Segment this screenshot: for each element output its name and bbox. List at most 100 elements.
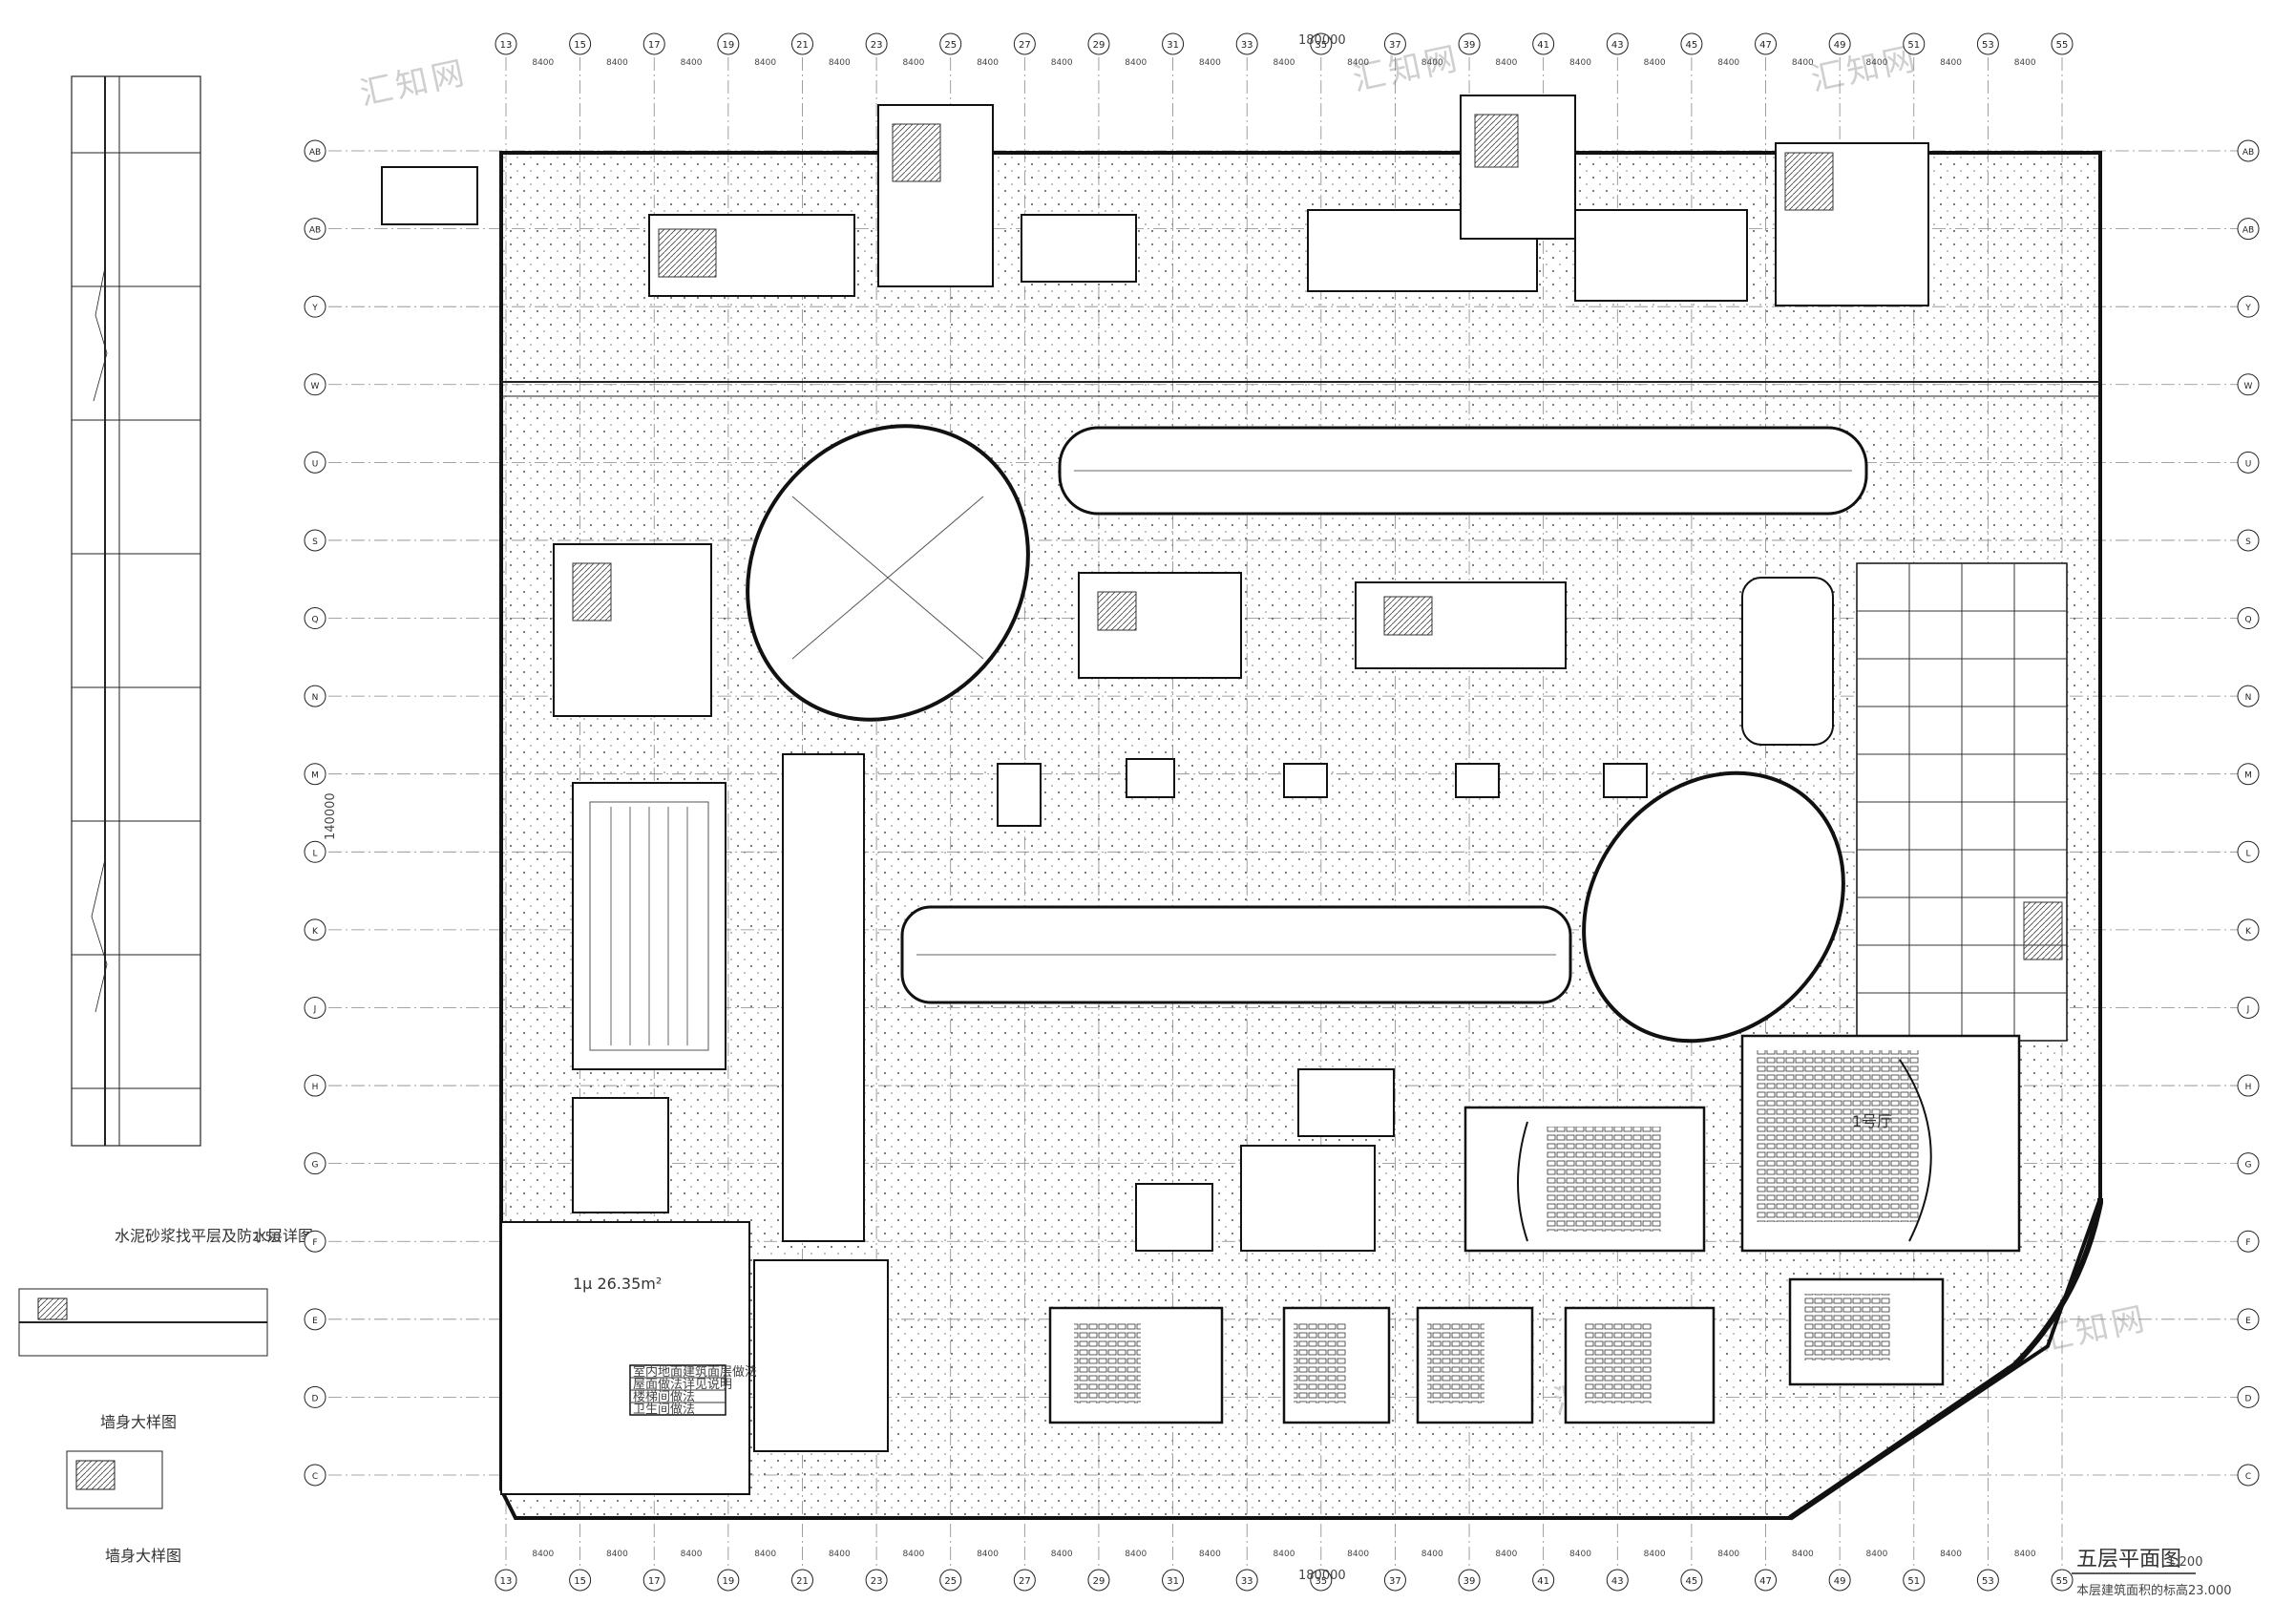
bay-dimension: 8400	[1421, 58, 1443, 68]
axis-bubble: Y	[304, 295, 326, 318]
axis-bubble: G	[304, 1152, 326, 1175]
hall-curve	[1517, 1121, 1528, 1242]
axis-bubble-label: 49	[1834, 40, 1846, 51]
bay-dimension: 8400	[606, 58, 628, 68]
axis-bubble-label: Y	[2244, 304, 2251, 313]
axis-bubble-label: G	[312, 1161, 319, 1171]
axis-bubble: J	[304, 996, 326, 1019]
axis-bubble: AB	[2237, 139, 2260, 162]
bay-dimension: 8400	[1125, 1550, 1147, 1559]
axis-bubble: 31	[1162, 32, 1185, 55]
axis-bubble: N	[304, 685, 326, 707]
axis-bubble: Y	[2237, 295, 2260, 318]
bottom-total-dimension: 180000	[1298, 1569, 1346, 1583]
axis-bubble-label: 27	[1019, 1576, 1031, 1587]
axis-bubble: 37	[1383, 32, 1406, 55]
axis-bubble-label: 21	[796, 40, 809, 51]
axis-bubble: 27	[1013, 1569, 1036, 1592]
axis-bubble-label: 23	[871, 1576, 883, 1587]
axis-bubble-label: 45	[1686, 1576, 1698, 1587]
axis-bubble-label: 45	[1686, 40, 1698, 51]
bay-dimension: 8400	[1125, 58, 1147, 68]
axis-bubble-label: K	[2245, 927, 2252, 937]
axis-bubble: D	[2237, 1385, 2260, 1408]
axis-bubbles: 1313840084001515840084001717840084001919…	[304, 32, 2260, 1592]
bay-dimension: 8400	[977, 58, 999, 68]
bay-dimension: 8400	[1347, 58, 1369, 68]
axis-bubble: 47	[1755, 32, 1778, 55]
axis-bubble-label: AB	[309, 148, 321, 158]
bay-dimension: 8400	[1940, 1550, 1962, 1559]
axis-bubble-label: S	[312, 538, 318, 547]
axis-bubble-label: G	[2245, 1161, 2252, 1171]
axis-bubble: W	[304, 373, 326, 396]
axis-bubble-label: 53	[1982, 1576, 1994, 1587]
axis-bubble-label: 19	[722, 40, 734, 51]
bay-dimension: 8400	[754, 58, 776, 68]
axis-bubble-label: M	[2244, 771, 2252, 781]
north-rooms-hatch	[658, 114, 1834, 278]
bay-dimension: 8400	[1421, 1550, 1443, 1559]
axis-bubble-label: Q	[2244, 616, 2251, 625]
bay-dimension: 8400	[1644, 1550, 1666, 1559]
axis-bubble: J	[2237, 996, 2260, 1019]
legend-row: 室内地面建筑面层做法	[633, 1364, 757, 1380]
axis-bubble: 19	[717, 32, 740, 55]
bay-dimension: 8400	[1717, 58, 1739, 68]
axis-bubble-label: 43	[1611, 40, 1624, 51]
bay-dimension: 8400	[681, 58, 703, 68]
axis-bubble: 49	[1828, 1569, 1851, 1592]
axis-bubble: 17	[642, 32, 665, 55]
axis-bubble-label: 15	[574, 40, 586, 51]
axis-bubble-label: 55	[2056, 1576, 2069, 1587]
axis-bubble-label: 27	[1019, 40, 1031, 51]
axis-bubble: 13	[495, 32, 517, 55]
legend-table: 室内地面建筑面层做法 屋面做法详见说明 楼梯间做法 卫生间做法	[629, 1364, 757, 1417]
side-total-dimension: 140000	[324, 792, 338, 840]
bay-dimension: 8400	[829, 1550, 851, 1559]
pool-lanes	[610, 807, 688, 1045]
axis-bubble: U	[2237, 451, 2260, 474]
axis-bubble: 45	[1680, 1569, 1703, 1592]
axis-bubble-label: 39	[1463, 1576, 1476, 1587]
axis-bubble-label: 29	[1093, 1576, 1105, 1587]
axis-bubble-label: L	[312, 849, 317, 858]
axis-bubble: 47	[1755, 1569, 1778, 1592]
axis-bubble-label: 33	[1241, 40, 1253, 51]
axis-bubble-label: N	[312, 693, 319, 703]
legend-row: 卫生间做法	[633, 1403, 695, 1417]
axis-bubble-label: F	[2245, 1238, 2250, 1248]
axis-bubble: 13	[495, 1569, 517, 1592]
axis-bubble-label: 19	[722, 1576, 734, 1587]
bay-dimension: 8400	[829, 58, 851, 68]
axis-bubble: 23	[865, 1569, 888, 1592]
axis-bubble-label: 37	[1389, 1576, 1401, 1587]
axis-bubble: 31	[1162, 1569, 1185, 1592]
axis-bubble-label: 51	[1907, 40, 1920, 51]
axis-bubble: 41	[1532, 32, 1555, 55]
axis-bubble: 17	[642, 1569, 665, 1592]
axis-bubble: 19	[717, 1569, 740, 1592]
axis-bubble-label: J	[313, 1004, 317, 1014]
axis-bubble-label: J	[2246, 1004, 2250, 1014]
detail-title-1: 水泥砂浆找平层及防水层详图	[115, 1227, 313, 1245]
bay-dimension: 8400	[1569, 1550, 1591, 1559]
axis-bubble-label: 25	[944, 40, 957, 51]
axis-bubble: M	[2237, 763, 2260, 786]
axis-bubble-label: 35	[1315, 1576, 1327, 1587]
axis-bubble: 21	[790, 32, 813, 55]
room-area-label: 1μ 26.35m²	[573, 1275, 662, 1293]
axis-bubble: 43	[1606, 1569, 1629, 1592]
plan-subnote: 本层建筑面积的标高23.000	[2076, 1583, 2232, 1598]
axis-bubble-label: C	[2245, 1472, 2251, 1482]
axis-bubble-label: C	[312, 1472, 318, 1482]
bay-dimension: 8400	[532, 58, 554, 68]
bay-dimension: 8400	[1199, 58, 1221, 68]
core-rooms-hatch	[572, 562, 1433, 636]
bay-dimension: 8400	[1274, 58, 1295, 68]
axis-bubble-label: AB	[2242, 148, 2254, 158]
axis-bubble-label: W	[2244, 382, 2253, 391]
wall-section-detail	[71, 75, 201, 1147]
top-total-dimension: 180000	[1298, 33, 1346, 48]
axis-bubble-label: 41	[1537, 1576, 1549, 1587]
